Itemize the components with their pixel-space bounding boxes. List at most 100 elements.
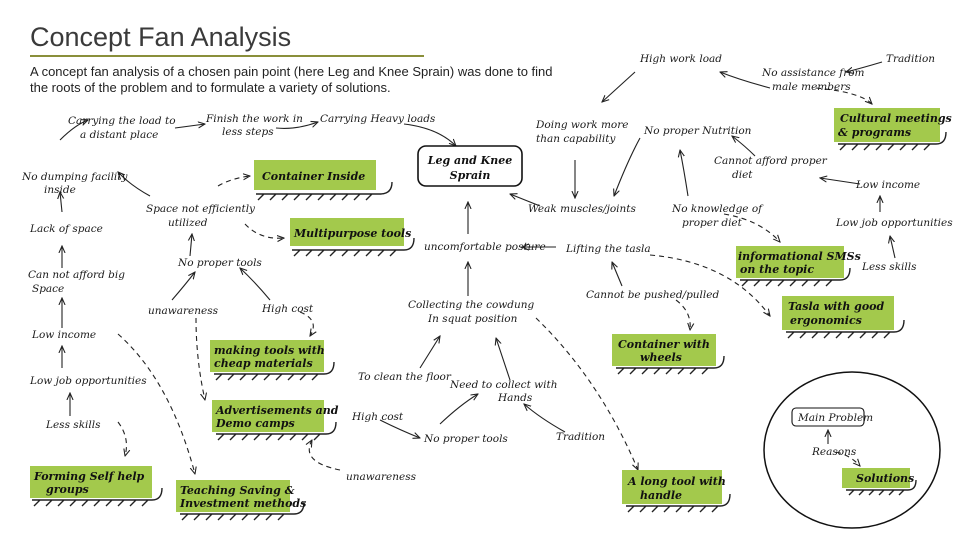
legend-edge-solution <box>835 451 860 466</box>
node-no-nutrition: No proper Nutrition <box>643 125 752 137</box>
solution-saving: Teaching Saving & Investment methods <box>176 480 306 521</box>
node-doing-work-2: than capability <box>536 133 616 145</box>
edge-push-lifting <box>612 262 623 287</box>
node-unawareness-1: unawareness <box>148 305 219 317</box>
solution-long-tool-1: A long tool with <box>627 475 726 488</box>
solution-saving-1: Teaching Saving & <box>180 484 295 497</box>
solution-ads-demo-1: Advertisements and <box>215 404 339 417</box>
node-space-not-util-1: Space not efficiently <box>146 203 256 215</box>
page-title: Concept Fan Analysis <box>30 22 292 52</box>
solution-making-tools-2: cheap materials <box>214 357 313 370</box>
legend: Main Problem Reasons Solutions <box>763 371 941 529</box>
solution-cultural: Cultural meetings & programs <box>834 108 952 151</box>
node-finish-work-2: less steps <box>222 126 274 138</box>
edge-nutrition-weak <box>614 137 641 196</box>
solution-tasla-ergo-2: ergonomics <box>790 314 862 327</box>
sol-edge-saving <box>117 333 195 474</box>
edge-lack-nodump <box>60 192 62 213</box>
edge-knowledge-nutrition <box>680 150 689 197</box>
solution-cultural-1: Cultural meetings <box>840 112 952 125</box>
solution-info-sms: informational SMSs on the topic <box>736 246 861 287</box>
legend-solutions: Solutions <box>856 472 914 485</box>
page-description: A concept fan analysis of a chosen pain … <box>30 64 553 95</box>
legend-circle <box>763 371 941 529</box>
node-high-workload: High work load <box>639 53 722 65</box>
sol-edge-longtool <box>535 317 638 470</box>
solution-self-help-2: groups <box>46 483 89 496</box>
central-problem-box: Leg and Knee Sprain <box>417 145 523 187</box>
edge-cost1-tools1 <box>240 268 271 301</box>
solution-wheels-1: Container with <box>618 338 710 351</box>
title-underline <box>30 55 424 57</box>
node-cannot-afford-diet-1: Cannot afford proper <box>714 155 828 167</box>
node-low-job-right: Low job opportunities <box>835 217 953 229</box>
sol-edge-multipurpose <box>244 223 284 238</box>
node-doing-work-1: Doing work more <box>535 119 628 131</box>
node-to-clean: To clean the floor <box>358 371 452 383</box>
node-collecting-2: In squat position <box>427 313 518 325</box>
node-lack-space: Lack of space <box>29 223 103 235</box>
node-no-proper-tools-2: No proper tools <box>423 433 508 445</box>
node-cannot-afford-1: Can not afford big <box>28 269 125 281</box>
solution-self-help-1: Forming Self help <box>33 470 145 483</box>
edge-tradition-need <box>524 404 566 433</box>
node-need-collect-1: Need to collect with <box>449 379 557 391</box>
sol-edge-sms <box>723 213 780 242</box>
node-no-assistance-1: No assistance from <box>761 67 865 79</box>
edge-heavy-problem <box>403 123 456 146</box>
node-low-income-right: Low income <box>855 179 920 191</box>
edge-need-collect <box>496 338 511 381</box>
legend-main-problem-box <box>791 407 865 427</box>
sol-edge-making <box>299 311 313 336</box>
sol-edge-container <box>217 176 250 187</box>
node-high-cost-2: High cost <box>351 411 404 423</box>
node-carrying-heavy: Carrying Heavy loads <box>320 113 436 125</box>
edge-weak-problem <box>510 194 541 207</box>
sol-edge-wheels <box>675 299 690 330</box>
solution-saving-2: Investment methods <box>179 497 306 510</box>
node-need-collect-2: Hands <box>497 392 533 404</box>
edge-incomeR-diet <box>820 178 861 185</box>
edge-space-nodump <box>118 172 151 197</box>
node-cannot-afford-2: Space <box>32 283 64 295</box>
edge-tools1-space <box>190 234 192 257</box>
edge-assist-workload <box>720 72 771 89</box>
edge-workload-doing <box>602 71 636 102</box>
sol-edge-ads <box>195 317 205 400</box>
solution-container-inside-text: Container Inside <box>262 170 365 183</box>
node-no-proper-tools-1: No proper tools <box>177 257 262 269</box>
legend-main-problem: Main Problem <box>797 412 873 424</box>
solution-multipurpose-text: Multipurpose tools <box>293 227 411 240</box>
node-high-cost-1: High cost <box>261 303 314 315</box>
solution-making-tools-1: making tools with <box>214 344 325 357</box>
edge-cost2-tools2 <box>379 419 420 438</box>
solution-ads-demo-2: Demo camps <box>215 417 295 430</box>
node-no-dumping-1: No dumping facility <box>21 171 129 183</box>
node-no-knowledge-1: No knowledge of <box>671 203 764 215</box>
node-low-income-left: Low income <box>31 329 96 341</box>
edge-carry-finish <box>174 124 205 129</box>
sol-edge-cultural <box>815 87 872 104</box>
solution-container-inside: Container Inside <box>254 160 393 201</box>
edge-unaware1-tools1 <box>171 272 195 301</box>
sol-edge-ads2 <box>309 440 341 471</box>
edge-nodump-carry <box>59 120 88 141</box>
solution-tasla-ergo: Tasla with good ergonomics <box>782 296 905 339</box>
solution-wheels-2: wheels <box>640 351 682 364</box>
node-less-skills-left: Less skills <box>45 419 101 431</box>
node-no-dumping-2: inside <box>44 184 76 196</box>
node-no-knowledge-2: proper diet <box>682 217 743 229</box>
solution-tasla-ergo-1: Tasla with good <box>788 300 885 313</box>
edge-clean-collect <box>419 336 440 369</box>
solution-multipurpose: Multipurpose tools <box>290 218 415 257</box>
solution-notes: Container Inside Multipurpose tools maki… <box>30 108 952 521</box>
solution-self-help: Forming Self help groups <box>30 466 163 507</box>
sol-edge-ergo <box>649 254 770 316</box>
edge-tools2-need <box>439 394 478 425</box>
node-carrying-load-1: Carrying the load to <box>68 115 176 127</box>
solution-info-sms-1: informational SMSs <box>738 250 861 263</box>
node-no-assistance-2: male members <box>772 81 851 93</box>
node-uncomfortable: uncomfortable posture <box>424 241 546 253</box>
